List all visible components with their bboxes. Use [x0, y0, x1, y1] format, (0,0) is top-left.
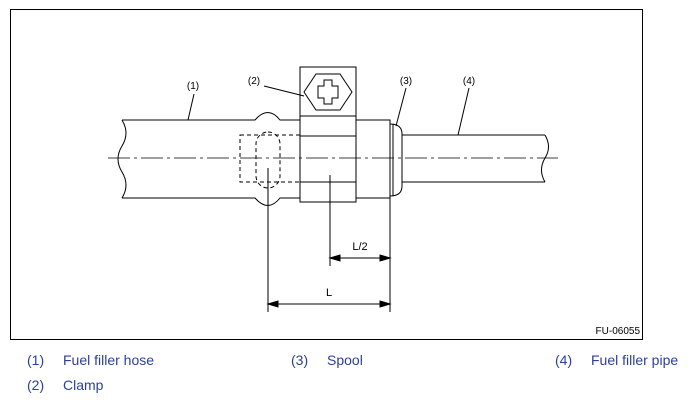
- legend-item-fuel-filler-pipe: (4) Fuel filler pipe: [555, 352, 678, 368]
- dimension-label-half-length: L/2: [352, 241, 367, 253]
- fuel-filler-pipe-hidden: [239, 134, 303, 183]
- spool: [355, 119, 403, 199]
- dimension-length: [266, 300, 392, 308]
- legend-number: (2): [27, 377, 45, 393]
- callout-fuel-filler-pipe: (4): [463, 76, 475, 87]
- dimension-half-length: [328, 254, 392, 262]
- callout-fuel-filler-hose: (1): [187, 81, 199, 92]
- fuel-filler-hose: [117, 112, 300, 206]
- legend-number: (3): [291, 352, 309, 368]
- hose-clamp-diagram: L/2 L (1) (2) (3) (4) FU-06055: [10, 9, 643, 340]
- legend-item-clamp: (2) Clamp: [27, 377, 103, 393]
- fuel-filler-pipe: [402, 134, 549, 183]
- legend-label: Clamp: [63, 377, 104, 393]
- callout-clamp: (2): [248, 76, 260, 87]
- legend-number: (1): [27, 352, 45, 368]
- figure-frame: [10, 9, 643, 340]
- leader-lines: [187, 85, 470, 136]
- legend-item-spool: (3) Spool: [291, 352, 363, 368]
- extension-lines: [267, 168, 391, 312]
- clamp: [299, 66, 357, 203]
- legend-label: Fuel filler pipe: [591, 352, 679, 368]
- legend-number: (4): [555, 352, 573, 368]
- legend-label: Fuel filler hose: [63, 352, 155, 368]
- legend-item-fuel-filler-hose: (1) Fuel filler hose: [27, 352, 154, 368]
- figure-code: FU-06055: [596, 326, 641, 337]
- legend-label: Spool: [327, 352, 363, 368]
- dimension-label-length: L: [326, 287, 332, 299]
- callout-spool: (3): [400, 76, 412, 87]
